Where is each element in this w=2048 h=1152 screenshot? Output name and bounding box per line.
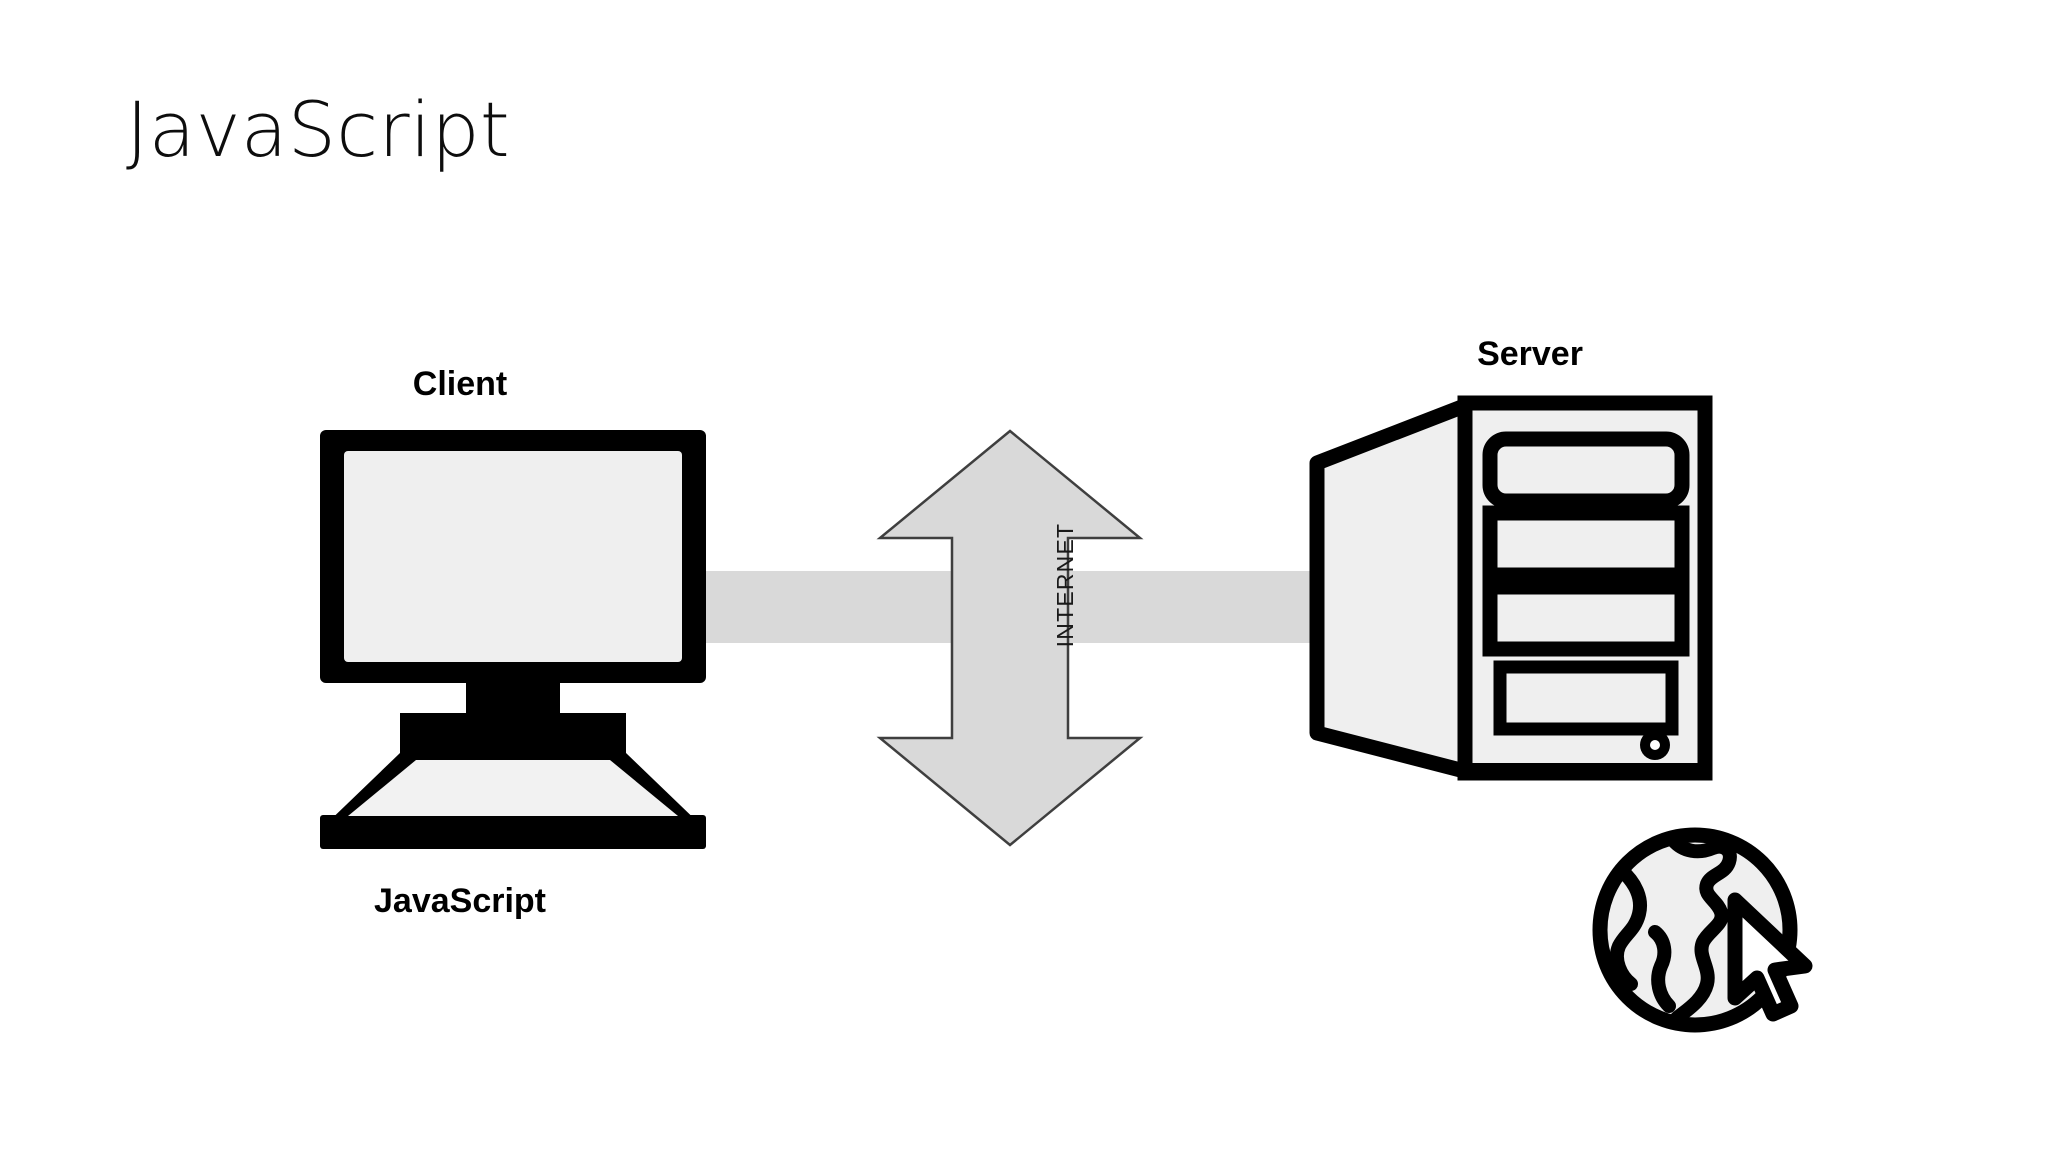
internet-arrow-icon <box>874 428 1146 848</box>
client-sublabel-javascript: JavaScript <box>374 882 546 920</box>
client-computer-icon <box>318 430 708 870</box>
globe-cursor-icon <box>1592 812 1830 1057</box>
internet-label: INTERNET <box>1052 522 1078 648</box>
page-title: JavaScript <box>126 85 510 174</box>
server-tower-icon <box>1309 395 1720 835</box>
server-label: Server <box>1477 335 1583 373</box>
client-label: Client <box>412 365 508 403</box>
